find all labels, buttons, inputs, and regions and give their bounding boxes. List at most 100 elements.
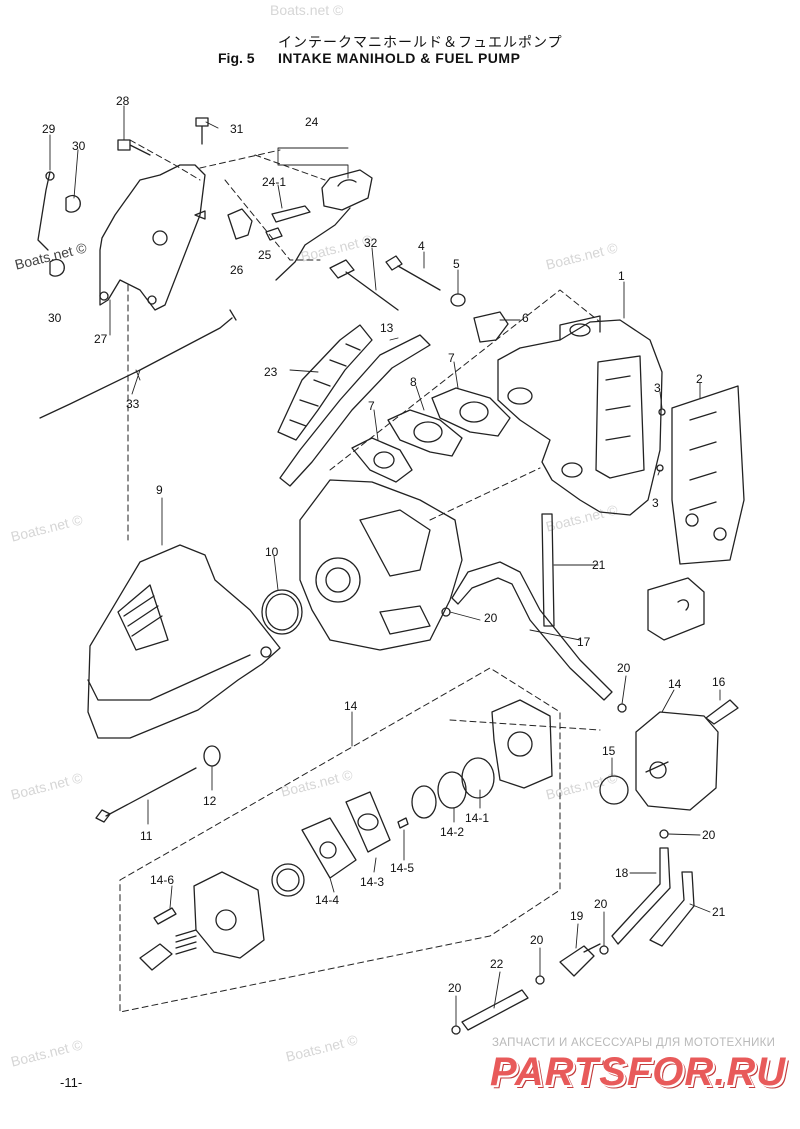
screw-part-14-5 [397,817,409,829]
diaphragm-part-14-2 [437,771,467,809]
bracket-part-6 [473,311,509,343]
clip-part-20 [451,1025,461,1035]
title-english: INTAKE MANIHOLD & FUEL PUMP [278,50,521,66]
callout-21: 21 [592,558,606,572]
gasket-part-8 [387,409,463,457]
page-number: -11- [60,1075,83,1090]
clip-part-20 [617,703,627,713]
gasket-part-2 [671,385,745,565]
diaphragm-part-14-4 [301,817,357,879]
brand-tagline: ЗАПЧАСТИ И АКСЕССУАРЫ ДЛЯ МОТОТЕХНИКИ [492,1037,776,1049]
callout-7: 7 [448,351,455,365]
callout-14-5: 14-5 [390,861,414,875]
figure-number: Fig. 5 [218,50,255,66]
callout-3: 3 [652,496,659,510]
callout-33: 33 [126,397,140,411]
callout-22: 22 [490,957,504,971]
fuel-hose-part-21 [649,871,695,947]
callout-32: 32 [364,236,378,250]
callout-14-3: 14-3 [360,875,384,889]
assembly-outline [119,667,561,1013]
pump-spring [175,929,197,955]
bolt-part-11 [95,767,197,823]
callout-26: 26 [230,263,244,277]
callout-29: 29 [42,122,56,136]
fitting-block [647,577,705,641]
callout-13: 13 [380,321,394,335]
gasket-part-14-3 [345,791,391,853]
fuel-hose-part-21 [541,513,555,627]
callout-14: 14 [668,677,682,691]
callout-20: 20 [484,611,498,625]
fuel-hose-part-13 [279,334,431,487]
callout-20: 20 [530,933,544,947]
screw-part-14-6 [153,907,177,925]
callout-1: 1 [618,269,625,283]
rod-clip-part-30 [49,258,65,277]
callout-8: 8 [410,375,417,389]
washer-part-5 [450,293,466,307]
callout-24-1: 24-1 [262,175,286,189]
callout-14-2: 14-2 [440,825,464,839]
callout-20: 20 [702,828,716,842]
fuel-hose-part-17 [451,561,613,701]
screw-part-16 [705,699,739,725]
choke-knob-part-24 [321,169,373,211]
callout-20: 20 [594,897,608,911]
pump-body [193,871,265,959]
sleeve-part-23 [277,324,373,441]
clip-part-20 [599,945,609,955]
callout-5: 5 [453,257,460,271]
callout-4: 4 [418,239,425,253]
callout-16: 16 [712,675,726,689]
callout-14: 14 [344,699,358,713]
dowel-part-3 [658,408,666,416]
callout-3: 3 [654,381,661,395]
callout-27: 27 [94,332,108,346]
intake-silencer-part-9 [87,544,281,739]
o-ring-part-10 [261,589,303,635]
callout-20: 20 [617,661,631,675]
bolt-part-32 [329,259,399,311]
diaphragm-part-14-1 [461,757,495,799]
pump-cover [491,699,553,789]
o-ring-part-15 [599,775,629,805]
callout-11: 11 [140,829,153,843]
pump-plunger [139,943,173,971]
clip-part-20 [659,829,669,839]
callout-9: 9 [156,483,163,497]
washer-part-12 [203,745,221,767]
gasket-part-7 [351,437,413,483]
callout-12: 12 [203,794,217,808]
callout-15: 15 [602,744,616,758]
title-japanese: インテークマニホールド＆フュエルポンプ [278,34,563,50]
callout-23: 23 [264,365,278,379]
callout-30: 30 [72,139,86,153]
callout-14-4: 14-4 [315,893,339,907]
callout-31: 31 [230,122,244,136]
intake-manifold-part-1 [497,319,663,516]
callout-6: 6 [522,311,529,325]
fuel-tube-part-22 [461,989,529,1031]
callout-17: 17 [577,635,591,649]
fuel-hose-part-18 [611,847,671,945]
callout-19: 19 [570,909,584,923]
fuel-pump-part-14 [635,711,719,811]
callout-14-6: 14-6 [150,873,174,887]
throttle-rod-part-29 [37,171,51,251]
callout-18: 18 [615,866,629,880]
pin-part-25 [265,227,283,241]
carburetor [299,479,463,651]
watermark: Boats.net © [270,2,344,18]
bolt-part-4 [385,255,441,291]
clip-part-20 [535,975,545,985]
fitting-part-19 [559,943,601,977]
callout-10: 10 [265,545,279,559]
gasket-part-7 [431,387,511,437]
bracket-part-27 [99,164,206,311]
callout-25: 25 [258,248,272,262]
screw-part-31 [195,117,209,145]
clip-part-26 [227,208,253,240]
